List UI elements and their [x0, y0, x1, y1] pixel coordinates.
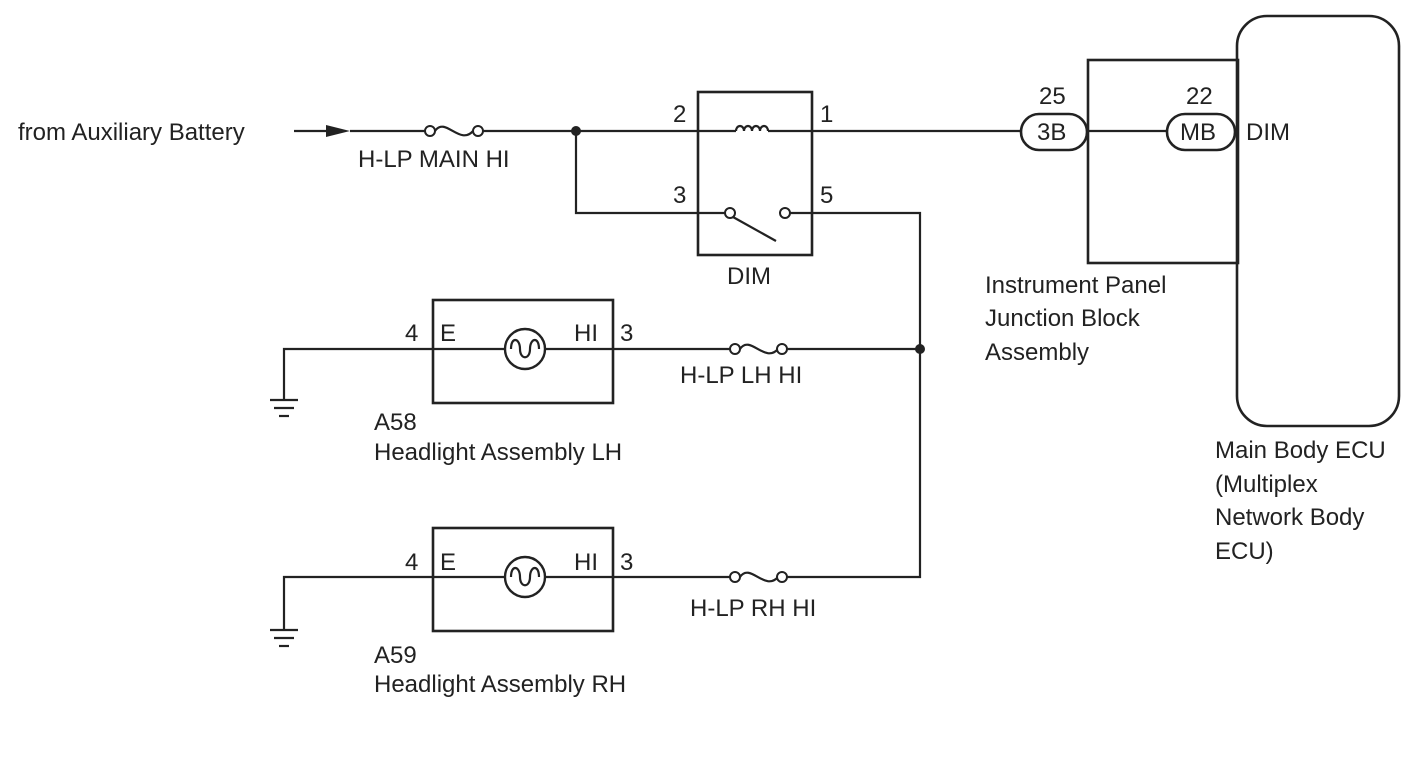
dim-relay: 2 1 3 5 DIM [673, 90, 833, 290]
fuse-lh-hi: H-LP LH HI [680, 343, 802, 389]
fuse-main-hi: H-LP MAIN HI [358, 125, 510, 173]
ecu-label-3: Network Body [1215, 504, 1364, 531]
bulb-icon [503, 555, 547, 599]
relay-label: DIM [727, 263, 771, 290]
headlight-rh-pin-e: 4 [405, 549, 418, 576]
ecu-label-2: (Multiplex [1215, 471, 1318, 498]
junction-block: 3B 25 MB 22 Instrument Panel Junction Bl… [985, 58, 1240, 366]
headlight-lh-pin-hi: 3 [620, 320, 633, 347]
headlight-lh-code: A58 [374, 409, 417, 436]
relay-pin-2: 2 [673, 101, 686, 128]
fuse-main-hi-label: H-LP MAIN HI [358, 146, 510, 173]
fuse-rh-hi: H-LP RH HI [690, 571, 816, 622]
headlight-rh: E HI 4 3 A59 Headlight Assembly RH [374, 526, 633, 698]
connector-3b-pin: 25 [1039, 83, 1066, 110]
connector-mb [1165, 112, 1237, 152]
bulb-icon [503, 327, 547, 371]
headlight-lh-term-hi: HI [574, 320, 598, 347]
relay-pin-1: 1 [820, 101, 833, 128]
ecu-label-1: Main Body ECU [1215, 437, 1386, 464]
relay-switch-icon [732, 216, 777, 242]
battery-feed: from Auxiliary Battery [18, 119, 425, 146]
headlight-rh-pin-hi: 3 [620, 549, 633, 576]
headlight-rh-term-e: E [440, 549, 456, 576]
headlight-lh-term-e: E [440, 320, 456, 347]
junction-block-label-2: Junction Block [985, 305, 1141, 332]
ecu-terminal-dim: DIM [1246, 119, 1290, 146]
main-body-ecu: DIM Main Body ECU (Multiplex Network Bod… [1215, 14, 1401, 565]
connector-mb-label: MB [1180, 119, 1216, 146]
ecu-label-4: ECU) [1215, 538, 1274, 565]
ground-icon [270, 628, 298, 648]
headlight-lh: E HI 4 3 A58 Headlight Assembly LH [374, 298, 633, 466]
relay-pin-3: 3 [673, 182, 686, 209]
fuse-rh-hi-label: H-LP RH HI [690, 595, 816, 622]
headlight-lh-name: Headlight Assembly LH [374, 439, 622, 466]
fuse-lh-hi-label: H-LP LH HI [680, 362, 802, 389]
headlight-rh-term-hi: HI [574, 549, 598, 576]
connector-mb-pin: 22 [1186, 83, 1213, 110]
junction-block-label-1: Instrument Panel [985, 272, 1166, 299]
battery-label: from Auxiliary Battery [18, 119, 245, 146]
junction-block-label-3: Assembly [985, 339, 1089, 366]
ground-icon [270, 398, 298, 418]
headlight-rh-code: A59 [374, 642, 417, 669]
relay-pin-5: 5 [820, 182, 833, 209]
connector-3b-label: 3B [1037, 119, 1066, 146]
relay-coil-icon [734, 124, 770, 132]
arrow-icon [326, 125, 350, 137]
headlight-rh-name: Headlight Assembly RH [374, 671, 626, 698]
headlight-lh-pin-e: 4 [405, 320, 418, 347]
